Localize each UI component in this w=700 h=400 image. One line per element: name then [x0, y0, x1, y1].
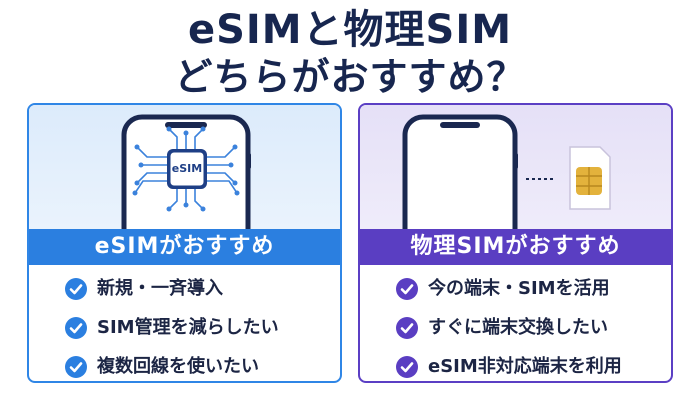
list-item-label: すぐに端末交換したい [428, 317, 608, 338]
check-circle-icon [65, 317, 87, 339]
list-item-label: eSIM非対応端末を利用 [428, 356, 622, 377]
circuit-lines [134, 128, 238, 210]
list-item: 新規・一斉導入 [29, 271, 340, 307]
sim-card-icon [569, 146, 611, 210]
physical-sim-illustration [360, 105, 671, 229]
check-circle-icon [65, 356, 87, 378]
physical-sim-header: 物理SIMがおすすめ [360, 229, 671, 265]
check-circle-icon [396, 278, 418, 300]
list-item: eSIM非対応端末を利用 [360, 349, 671, 381]
list-item-label: SIM管理を減らしたい [97, 317, 279, 338]
smartphone-icon [402, 114, 518, 229]
list-item-label: 今の端末・SIMを活用 [428, 278, 610, 299]
esim-illustration: eSIM [29, 105, 340, 229]
page-title-line2: どちらがおすすめ？ [174, 55, 526, 99]
list-item: 今の端末・SIMを活用 [360, 271, 671, 307]
page-title-line1: eSIMと物理SIM [187, 7, 513, 53]
list-item: すぐに端末交換したい [360, 310, 671, 346]
check-circle-icon [65, 278, 87, 300]
circuit-nodes [132, 126, 240, 212]
physical-sim-card: 物理SIMがおすすめ 今の端末・SIMを活用 すぐに端末交換したい eSIM非対… [358, 103, 673, 383]
esim-chip-icon [167, 149, 207, 189]
list-item: 複数回線を使いたい [29, 349, 340, 381]
esim-card: eSIM eSIMがおすすめ 新規・一斉導入 SIM管理を減らしたい 複数回線を… [27, 103, 342, 383]
esim-header: eSIMがおすすめ [29, 229, 340, 265]
check-circle-icon [396, 356, 418, 378]
check-circle-icon [396, 317, 418, 339]
list-item: SIM管理を減らしたい [29, 310, 340, 346]
esim-chip-label: eSIM [171, 162, 203, 175]
list-item-label: 複数回線を使いたい [97, 356, 259, 377]
physical-sim-benefit-list: 今の端末・SIMを活用 すぐに端末交換したい eSIM非対応端末を利用 [360, 265, 671, 381]
esim-benefit-list: 新規・一斉導入 SIM管理を減らしたい 複数回線を使いたい [29, 265, 340, 381]
list-item-label: 新規・一斉導入 [97, 278, 223, 299]
